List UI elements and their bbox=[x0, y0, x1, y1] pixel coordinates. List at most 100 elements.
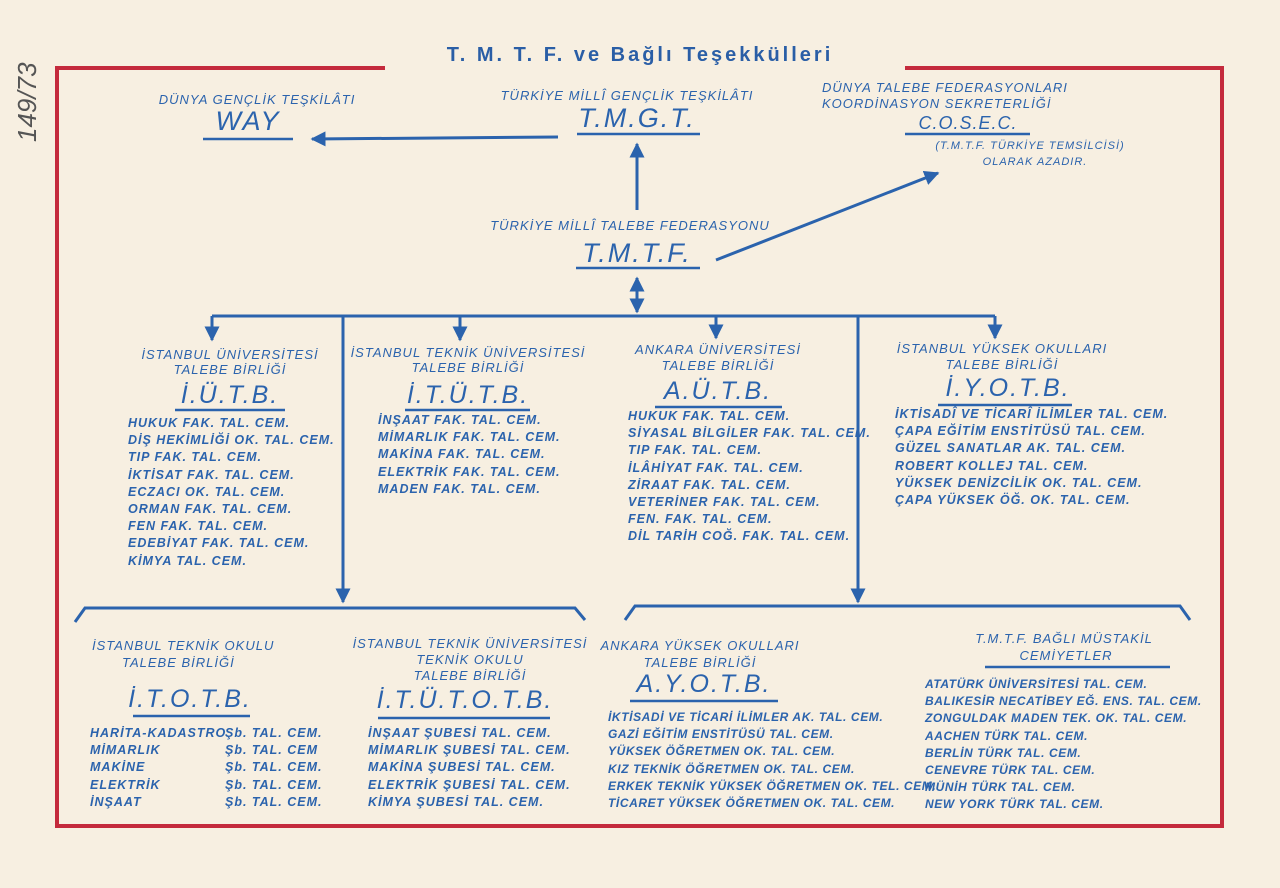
list-item: TIP FAK. TAL. CEM. bbox=[128, 450, 262, 465]
list-item: İKTİSADİ VE TİCARİ İLİMLER AK. TAL. CEM. bbox=[608, 710, 884, 724]
ayotb-abbr: A.Y.O.T.B. bbox=[636, 670, 772, 698]
list-item: İLÂHİYAT FAK. TAL. CEM. bbox=[628, 460, 804, 475]
ayotb-list: İKTİSADİ VE TİCARİ İLİMLER AK. TAL. CEM.… bbox=[608, 709, 936, 812]
list-item: YÜKSEK DENİZCİLİK OK. TAL. CEM. bbox=[895, 475, 1143, 490]
branch-name: HARİTA-KADASTRO bbox=[90, 726, 227, 740]
page-title: T. M. T. F. ve Bağlı Teşekkülleri bbox=[446, 44, 834, 66]
autb-list: HUKUK FAK. TAL. CEM.SİYASAL BİLGİLER FAK… bbox=[628, 408, 871, 546]
list-item: ELEKTRİK FAK. TAL. CEM. bbox=[378, 464, 561, 479]
branch-suffix: Şb. TAL. CEM bbox=[225, 743, 319, 758]
autb-name-2: TALEBE BİRLİĞİ bbox=[661, 358, 775, 373]
cosec-abbr: C.O.S.E.C. bbox=[918, 113, 1018, 133]
itutotb-name-3: TALEBE BİRLİĞİ bbox=[413, 668, 527, 683]
itutotb-name-1: İSTANBUL TEKNİK ÜNİVERSİTESİ bbox=[352, 636, 588, 651]
list-item: GAZİ EĞİTİM ENSTİTÜSÜ TAL. CEM. bbox=[608, 727, 834, 742]
itutotb-list: İNŞAAT ŞUBESİ TAL. CEM.MİMARLIK ŞUBESİ T… bbox=[368, 725, 571, 811]
list-item: VETERİNER FAK. TAL. CEM. bbox=[628, 495, 821, 510]
list-item: MAKİNA FAK. TAL. CEM. bbox=[378, 447, 546, 462]
list-item: BALIKESİR NECATİBEY EĞ. ENS. TAL. CEM. bbox=[925, 694, 1202, 709]
iutb-abbr: İ.Ü.T.B. bbox=[180, 381, 280, 409]
branch-suffix: Şb. TAL. CEM. bbox=[225, 794, 323, 809]
branch-suffix: Şb. TAL. CEM. bbox=[225, 777, 323, 792]
iutb-name-2: TALEBE BİRLİĞİ bbox=[173, 362, 287, 377]
bracket-left bbox=[73, 606, 587, 623]
tmtf-abbr: T.M.T.F. bbox=[582, 238, 692, 268]
list-item: AACHEN TÜRK TAL. CEM. bbox=[925, 728, 1089, 743]
tmgt-abbr: T.M.G.T. bbox=[578, 103, 696, 133]
branch-name: MİMARLIK bbox=[90, 743, 161, 758]
itutb-list: İNŞAAT FAK. TAL. CEM. MİMARLIK FAK. TAL. … bbox=[378, 412, 561, 498]
list-item: ÇAPA YÜKSEK ÖĞ. OK. TAL. CEM. bbox=[895, 493, 1131, 508]
iyotb-name-1: İSTANBUL YÜKSEK OKULLARI bbox=[896, 341, 1108, 356]
list-item: DİL TARİH COĞ. FAK. TAL. CEM. bbox=[628, 529, 851, 544]
tmtf-label: TÜRKİYE MİLLÎ TALEBE FEDERASYONU bbox=[490, 218, 770, 233]
list-item: MÜNİH TÜRK TAL. CEM. bbox=[925, 780, 1076, 795]
cosec-label-1: DÜNYA TALEBE FEDERASYONLARI bbox=[822, 80, 1068, 95]
itutotb-name-2: TEKNİK OKULU bbox=[416, 652, 524, 667]
list-item: İKTİSAT FAK. TAL. CEM. bbox=[128, 467, 295, 482]
way-abbr: WAY bbox=[215, 106, 281, 136]
branch-suffix: Şb. TAL. CEM. bbox=[225, 726, 323, 740]
list-item: ECZACI OK. TAL. CEM. bbox=[128, 484, 286, 499]
list-item: NEW YORK TÜRK TAL. CEM. bbox=[925, 797, 1104, 812]
list-item: CENEVRE TÜRK TAL. CEM. bbox=[925, 763, 1096, 778]
cosec-note-1: (T.M.T.F. TÜRKİYE TEMSİLCİSİ) bbox=[935, 140, 1125, 152]
list-item: EDEBİYAT FAK. TAL. CEM. bbox=[128, 536, 310, 551]
list-item: KİMYA TAL. CEM. bbox=[128, 553, 247, 568]
itutb-name-1: İSTANBUL TEKNİK ÜNİVERSİTESİ bbox=[350, 345, 586, 360]
itotb-name-1: İSTANBUL TEKNİK OKULU bbox=[92, 638, 275, 653]
autb-name-1: ANKARA ÜNİVERSİTESİ bbox=[635, 342, 801, 357]
list-item: KIZ TEKNİK ÖĞRETMEN OK. TAL. CEM. bbox=[608, 761, 855, 776]
itutb-name-2: TALEBE BİRLİĞİ bbox=[411, 360, 525, 375]
list-item: MADEN FAK. TAL. CEM. bbox=[378, 481, 541, 496]
list-item: SİYASAL BİLGİLER FAK. TAL. CEM. bbox=[628, 426, 871, 441]
arrow-tmtf-to-cosec bbox=[715, 170, 940, 262]
ayotb-name-1: ANKARA YÜKSEK OKULLARI bbox=[600, 638, 800, 653]
branch-suffix: Şb. TAL. CEM. bbox=[225, 760, 323, 775]
mustakil-name-2: CEMİYETLER bbox=[1019, 648, 1113, 663]
list-item: ZİRAAT FAK. TAL. CEM. bbox=[628, 477, 791, 492]
list-item: ELEKTRİK ŞUBESİ TAL. CEM. bbox=[368, 777, 571, 792]
list-item: BERLİN TÜRK TAL. CEM. bbox=[925, 745, 1082, 760]
list-item: GÜZEL SANATLAR AK. TAL. CEM. bbox=[895, 441, 1126, 456]
list-item: DİŞ HEKİMLİĞİ OK. TAL. CEM. bbox=[128, 433, 335, 448]
list-item: HUKUK FAK. TAL. CEM. bbox=[128, 416, 291, 430]
cosec-label-2: KOORDİNASYON SEKRETERLİĞİ bbox=[822, 96, 1052, 111]
list-item: ÇAPA EĞİTİM ENSTİTÜSÜ TAL. CEM. bbox=[895, 424, 1146, 439]
iutb-list: HUKUK FAK. TAL. CEM. DİŞ HEKİMLİĞİ OK. TA… bbox=[128, 415, 335, 570]
list-item: FEN. FAK. TAL. CEM. bbox=[628, 512, 773, 527]
ayotb-name-2: TALEBE BİRLİĞİ bbox=[643, 655, 757, 670]
bracket-right bbox=[623, 604, 1192, 621]
branch-name: ELEKTRİK bbox=[90, 777, 161, 792]
list-item: YÜKSEK ÖĞRETMEN OK. TAL. CEM. bbox=[608, 744, 836, 759]
list-item: ROBERT KOLLEJ TAL. CEM. bbox=[895, 458, 1089, 473]
list-item: İKTİSADÎ VE TİCARÎ İLİMLER TAL. CEM. bbox=[895, 407, 1169, 421]
arrow-tmgt-to-way bbox=[310, 131, 559, 147]
iutb-name-1: İSTANBUL ÜNİVERSİTESİ bbox=[141, 347, 319, 362]
autb-abbr: A.Ü.T.B. bbox=[663, 377, 773, 405]
list-item: TİCARET YÜKSEK ÖĞRETMEN OK. TAL. CEM. bbox=[608, 796, 896, 811]
iyotb-abbr: İ.Y.O.T.B. bbox=[945, 374, 1071, 402]
mustakil-list: ATATÜRK ÜNİVERSİTESİ TAL. CEM. BALIKESİR … bbox=[925, 676, 1202, 814]
list-item: FEN FAK. TAL. CEM. bbox=[128, 519, 268, 534]
cosec-note-2: OLARAK AZADIR. bbox=[982, 156, 1088, 168]
itutotb-abbr: İ.T.Ü.T.O.T.B. bbox=[376, 686, 554, 714]
list-item: MİMARLIK FAK. TAL. CEM. bbox=[378, 430, 561, 445]
itotb-abbr: İ.T.O.T.B. bbox=[128, 685, 252, 713]
list-item: MAKİNA ŞUBESİ TAL. CEM. bbox=[368, 760, 556, 775]
iyotb-list: İKTİSADÎ VE TİCARÎ İLİMLER TAL. CEM. ÇAPA… bbox=[895, 406, 1168, 509]
list-item: ERKEK TEKNİK YÜKSEK ÖĞRETMEN OK. TEL. CE… bbox=[608, 778, 937, 793]
list-item: ELEKTRİK Şb. TAL. CEM. bbox=[90, 777, 323, 794]
red-frame bbox=[55, 66, 1224, 828]
list-item: ZONGULDAK MADEN TEK. OK. TAL. CEM. bbox=[925, 711, 1188, 726]
list-item: ATATÜRK ÜNİVERSİTESİ TAL. CEM. bbox=[925, 677, 1148, 691]
way-label: DÜNYA GENÇLİK TEŞKİLÂTI bbox=[158, 92, 356, 107]
list-item: ORMAN FAK. TAL. CEM. bbox=[128, 502, 293, 517]
list-item: İNŞAAT FAK. TAL. CEM. bbox=[378, 413, 542, 427]
mustakil-name-1: T.M.T.F. BAĞLI MÜSTAKİL bbox=[975, 631, 1153, 646]
